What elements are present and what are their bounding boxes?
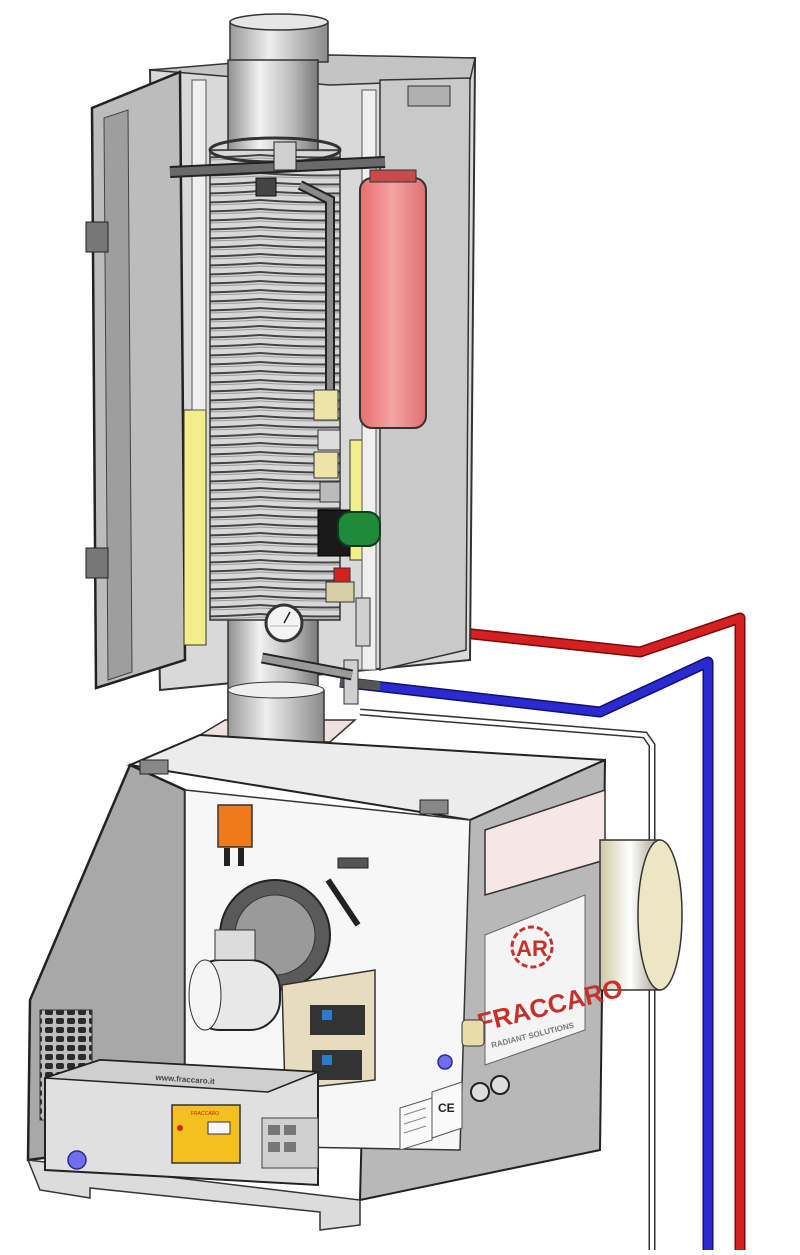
flue-collar-bottom xyxy=(192,681,357,743)
insulation-panel xyxy=(183,409,207,646)
indicator-lamp xyxy=(67,1150,87,1170)
flue-collar-top xyxy=(229,13,329,63)
svg-text:AR: AR xyxy=(516,936,548,961)
side-indicator-lamp xyxy=(437,1054,453,1070)
cable-gland xyxy=(470,1082,490,1102)
control-box: www.fraccaro.it FRACCARO xyxy=(44,1058,319,1187)
monogram-logo-icon: AR xyxy=(510,925,554,969)
ce-mark-icon: CE xyxy=(431,1081,463,1139)
expansion-tank xyxy=(359,169,427,429)
safety-valve xyxy=(333,567,351,583)
terminal-block xyxy=(281,969,376,1091)
burner-housing xyxy=(26,733,607,1231)
top-manifold xyxy=(169,141,386,400)
pressure-gauge-icon xyxy=(264,603,304,643)
website-label: www.fraccaro.it xyxy=(154,1073,215,1086)
cabinet-door xyxy=(85,70,187,690)
cable-gland xyxy=(490,1075,510,1095)
svg-text:CE: CE xyxy=(438,1101,455,1115)
gas-inlet-fitting xyxy=(461,1019,485,1047)
controller-badge: FRACCARO xyxy=(191,1111,219,1117)
combustion-fan xyxy=(188,879,331,1031)
valve-train xyxy=(313,389,381,705)
rating-plate xyxy=(399,1097,433,1151)
air-damper-servo xyxy=(217,804,253,866)
burner-outlet-tube xyxy=(599,839,683,991)
